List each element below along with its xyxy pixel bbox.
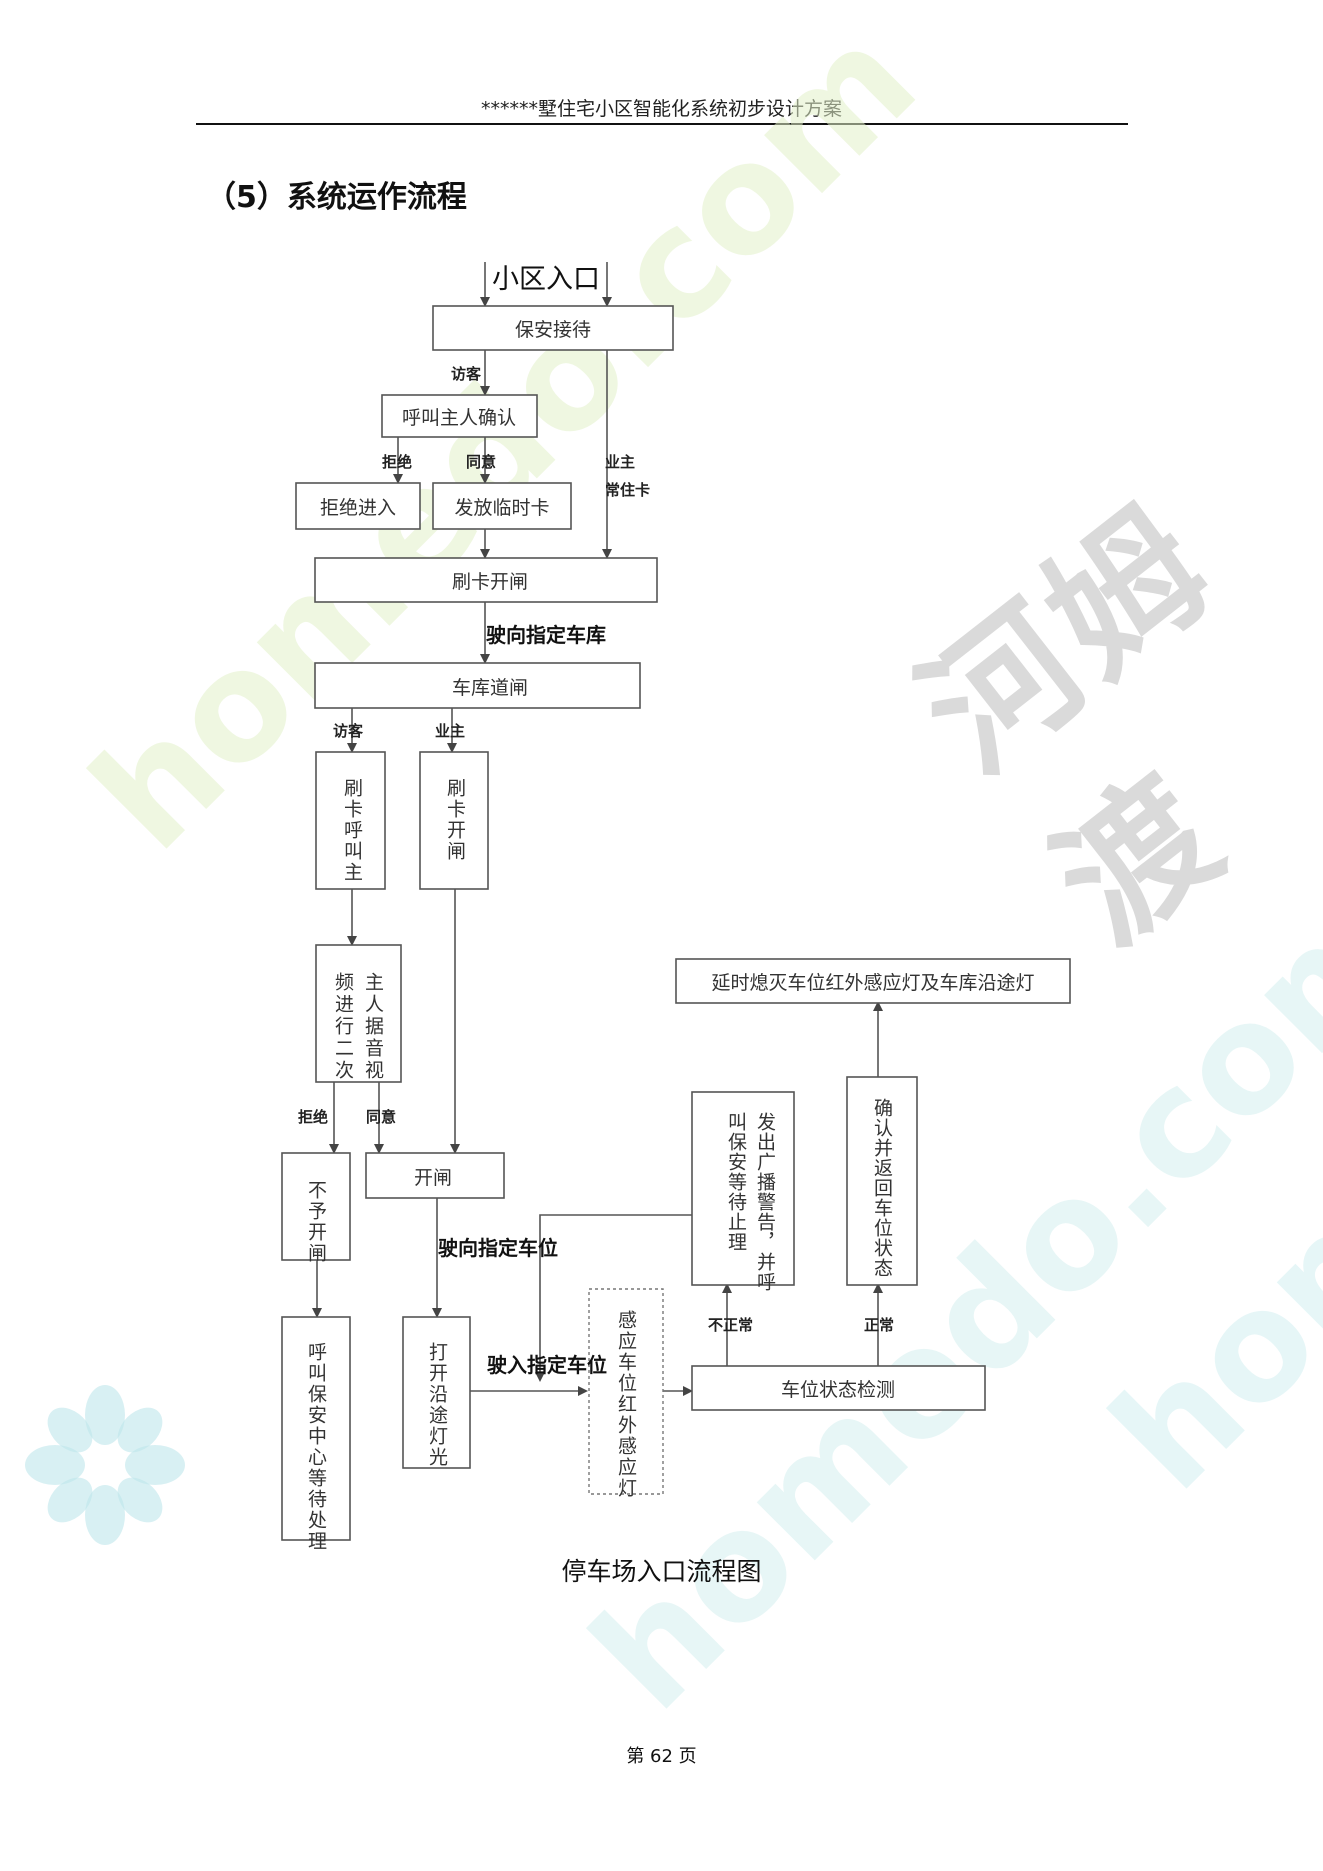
- watermark-flower-icon: [25, 1385, 185, 1545]
- box-turn-on-lights: [402, 1316, 471, 1469]
- label-refuse-2: 拒绝: [298, 1108, 328, 1126]
- text-owner-video-1: 主人据音视: [362, 972, 384, 1082]
- label-abnormal: 不正常: [708, 1316, 753, 1334]
- label-owner-2: 业主: [435, 722, 465, 740]
- header-rule: [196, 123, 1128, 125]
- text-turn-on-lights: 打开沿途灯光: [426, 1342, 448, 1468]
- label-resident-card: 常住卡: [605, 481, 650, 499]
- label-drive-to-space: 驶向指定车位: [438, 1236, 558, 1260]
- label-enter-space: 驶入指定车位: [487, 1353, 607, 1377]
- text-call-owner-confirm: 呼叫主人确认: [402, 407, 516, 429]
- box-garage-gate: [314, 662, 641, 709]
- label-normal: 正常: [864, 1316, 894, 1334]
- section-title: （5）系统运作流程: [206, 180, 467, 215]
- text-space-detect: 车位状态检测: [781, 1379, 895, 1401]
- text-owner-video-2: 频进行二次: [332, 972, 354, 1082]
- label-refuse: 拒绝: [382, 453, 412, 471]
- box-refuse-entry: [295, 482, 421, 530]
- label-visitor-2: 访客: [333, 722, 364, 740]
- label-owner: 业主: [605, 453, 635, 471]
- box-security-reception: [432, 305, 674, 351]
- box-swipe-open: [419, 751, 489, 890]
- text-no-open: 不予开闸: [305, 1180, 327, 1264]
- label-drive-to-garage: 驶向指定车库: [486, 623, 606, 647]
- box-infrared-light: [588, 1288, 664, 1495]
- text-garage-gate: 车库道闸: [452, 677, 528, 699]
- figure-caption: 停车场入口流程图: [561, 1557, 762, 1586]
- text-broadcast-1: 发出广播警告，并呼: [754, 1112, 776, 1292]
- text-refuse-entry: 拒绝进入: [320, 497, 396, 519]
- text-swipe-call-owner: 刷卡呼叫主: [341, 778, 363, 883]
- box-call-owner-confirm: [381, 394, 538, 438]
- page-header: ******墅住宅小区智能化系统初步设计方案: [480, 98, 842, 120]
- text-infrared-light: 感应车位红外感应灯: [615, 1310, 637, 1499]
- box-swipe-call-owner: [315, 751, 386, 890]
- text-call-security-center: 呼叫保安中心等待处理: [305, 1342, 327, 1552]
- box-open-gate: [365, 1152, 505, 1199]
- label-agree-2: 同意: [366, 1108, 396, 1126]
- flow-entry: 小区入口: [492, 264, 600, 295]
- box-broadcast-warning: [691, 1091, 795, 1286]
- label-agree: 同意: [466, 453, 496, 471]
- text-swipe-open: 刷卡开闸: [444, 778, 466, 862]
- box-swipe-open-gate: [314, 557, 658, 603]
- text-swipe-open-gate: 刷卡开闸: [452, 571, 528, 593]
- box-space-detect: [691, 1365, 986, 1411]
- text-open-gate: 开闸: [414, 1167, 452, 1189]
- box-issue-temp-card: [432, 482, 572, 530]
- text-security-reception: 保安接待: [515, 319, 591, 341]
- page-number: 第 62 页: [626, 1746, 697, 1767]
- box-delay-off: [675, 958, 1071, 1004]
- text-issue-temp-card: 发放临时卡: [454, 497, 549, 519]
- box-call-security-center: [281, 1316, 351, 1541]
- text-broadcast-2: 叫保安等待止理: [725, 1112, 747, 1252]
- text-confirm-return: 确认并返回车位状态: [871, 1098, 893, 1278]
- box-no-open: [281, 1152, 351, 1261]
- box-confirm-return: [846, 1076, 918, 1286]
- label-visitor: 访客: [451, 365, 482, 383]
- text-delay-off: 延时熄灭车位红外感应灯及车库沿途灯: [711, 972, 1034, 994]
- box-owner-video-confirm: [315, 944, 402, 1083]
